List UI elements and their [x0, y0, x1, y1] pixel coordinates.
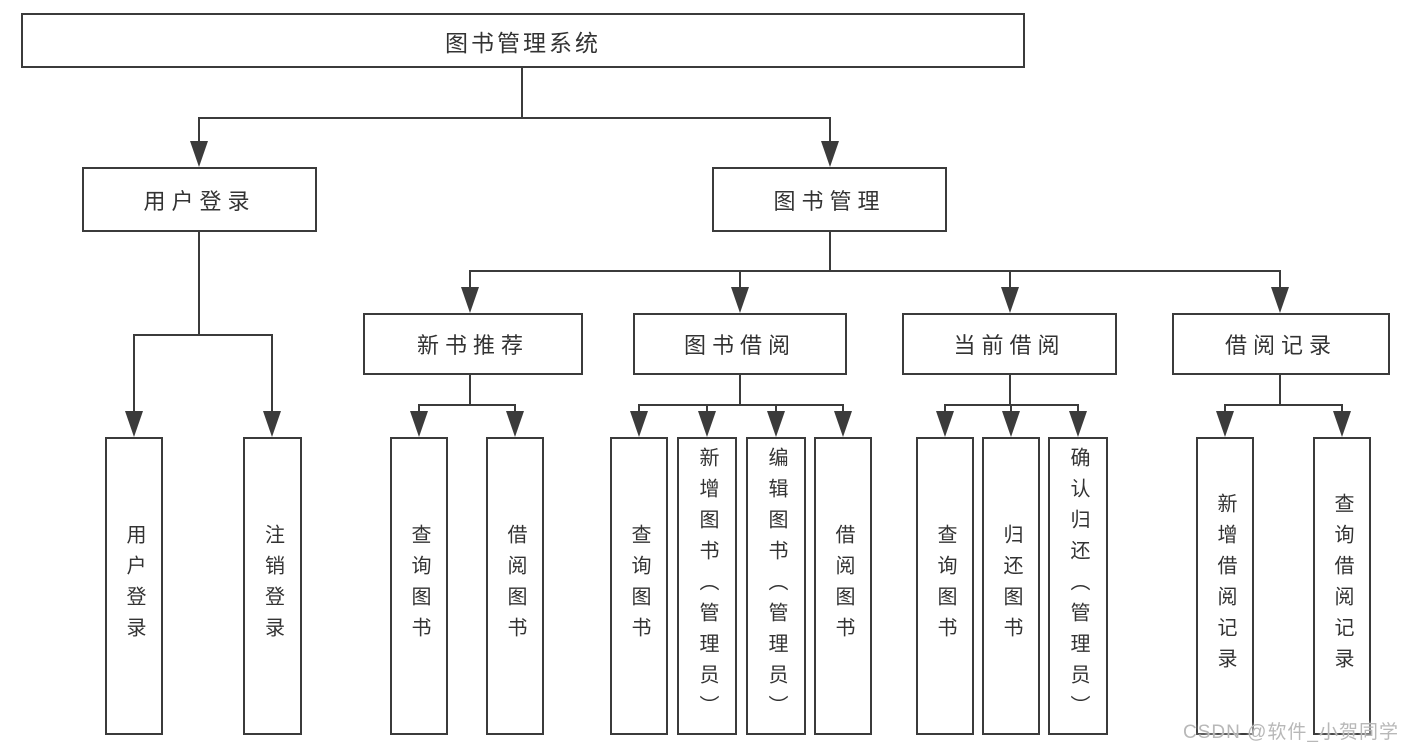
connector-bookmgmt-drop-2	[739, 270, 741, 289]
connector-root-crossbar	[198, 117, 831, 119]
connector-newbooks-drop-2	[514, 404, 516, 413]
connector-current-drop-1	[944, 404, 946, 413]
connector-root-stem	[521, 68, 523, 118]
arrow-to-borrow-records	[1271, 287, 1289, 313]
connector-bookmgmt-drop-3	[1009, 270, 1011, 289]
arrow-to-leaf-cb-query	[936, 411, 954, 437]
leaf-user-login: 用户登录	[105, 437, 163, 735]
arrow-to-leaf-br-add	[1216, 411, 1234, 437]
connector-borrowing-drop-2	[706, 404, 708, 413]
leaf-newbooks-query-books: 查询图书	[390, 437, 448, 735]
connector-bookmgmt-drop-1	[469, 270, 471, 289]
arrow-to-leaf-bb-add	[698, 411, 716, 437]
arrow-to-leaf-user-login	[125, 411, 143, 437]
connector-current-drop-3	[1077, 404, 1079, 413]
leaf-records-add-borrow-record: 新增借阅记录	[1196, 437, 1254, 735]
node-book-management: 图书管理	[712, 167, 947, 232]
connector-userlogin-drop-1	[133, 334, 135, 412]
leaf-newbooks-borrow-books: 借阅图书	[486, 437, 544, 735]
leaf-records-query-borrow-record: 查询借阅记录	[1313, 437, 1371, 735]
node-current-borrowing: 当前借阅	[902, 313, 1117, 375]
leaf-current-confirm-return-admin: 确认归还（管理员）	[1048, 437, 1108, 735]
node-user-login: 用户登录	[82, 167, 317, 232]
connector-newbooks-crossbar	[418, 404, 516, 406]
leaf-logout: 注销登录	[243, 437, 302, 735]
arrow-to-new-book-recommend	[461, 287, 479, 313]
leaf-borrowing-add-books-admin: 新增图书（管理员）	[677, 437, 737, 735]
connector-records-drop-2	[1341, 404, 1343, 413]
connector-bookmgmt-stem	[829, 232, 831, 272]
connector-bookmgmt-drop-4	[1279, 270, 1281, 289]
arrow-to-user-login	[190, 141, 208, 167]
connector-bookmgmt-crossbar	[469, 270, 1281, 272]
connector-current-stem	[1009, 375, 1011, 406]
connector-newbooks-stem	[469, 375, 471, 406]
csdn-watermark: CSDN @软件_小贺同学	[1183, 722, 1399, 743]
connector-records-drop-1	[1224, 404, 1226, 413]
arrow-to-book-borrowing	[731, 287, 749, 313]
arrow-to-leaf-nb-query	[410, 411, 428, 437]
leaf-current-return-books: 归还图书	[982, 437, 1040, 735]
connector-borrowing-drop-3	[775, 404, 777, 413]
arrow-to-book-management	[821, 141, 839, 167]
arrow-to-leaf-nb-borrow	[506, 411, 524, 437]
leaf-borrowing-query-books: 查询图书	[610, 437, 668, 735]
node-new-book-recommend: 新书推荐	[363, 313, 583, 375]
arrow-to-leaf-br-query	[1333, 411, 1351, 437]
connector-root-drop-right	[829, 117, 831, 143]
connector-newbooks-drop-1	[418, 404, 420, 413]
connector-userlogin-stem	[198, 232, 200, 336]
connector-borrowing-stem	[739, 375, 741, 406]
connector-records-crossbar	[1224, 404, 1343, 406]
connector-userlogin-crossbar	[133, 334, 273, 336]
connector-root-drop-left	[198, 117, 200, 143]
node-book-borrowing: 图书借阅	[633, 313, 847, 375]
arrow-to-current-borrowing	[1001, 287, 1019, 313]
arrow-to-leaf-bb-edit	[767, 411, 785, 437]
node-borrow-records: 借阅记录	[1172, 313, 1390, 375]
node-library-management-system: 图书管理系统	[21, 13, 1025, 68]
leaf-borrowing-borrow-books: 借阅图书	[814, 437, 872, 735]
connector-userlogin-drop-2	[271, 334, 273, 412]
connector-borrowing-crossbar	[638, 404, 844, 406]
connector-records-stem	[1279, 375, 1281, 406]
connector-current-drop-2	[1010, 404, 1012, 413]
arrow-to-leaf-logout	[263, 411, 281, 437]
connector-borrowing-drop-4	[842, 404, 844, 413]
connector-borrowing-drop-1	[638, 404, 640, 413]
arrow-to-leaf-cb-return	[1002, 411, 1020, 437]
arrow-to-leaf-bb-query	[630, 411, 648, 437]
leaf-current-query-books: 查询图书	[916, 437, 974, 735]
leaf-borrowing-edit-books-admin: 编辑图书（管理员）	[746, 437, 806, 735]
arrow-to-leaf-cb-confirm	[1069, 411, 1087, 437]
arrow-to-leaf-bb-borrow	[834, 411, 852, 437]
